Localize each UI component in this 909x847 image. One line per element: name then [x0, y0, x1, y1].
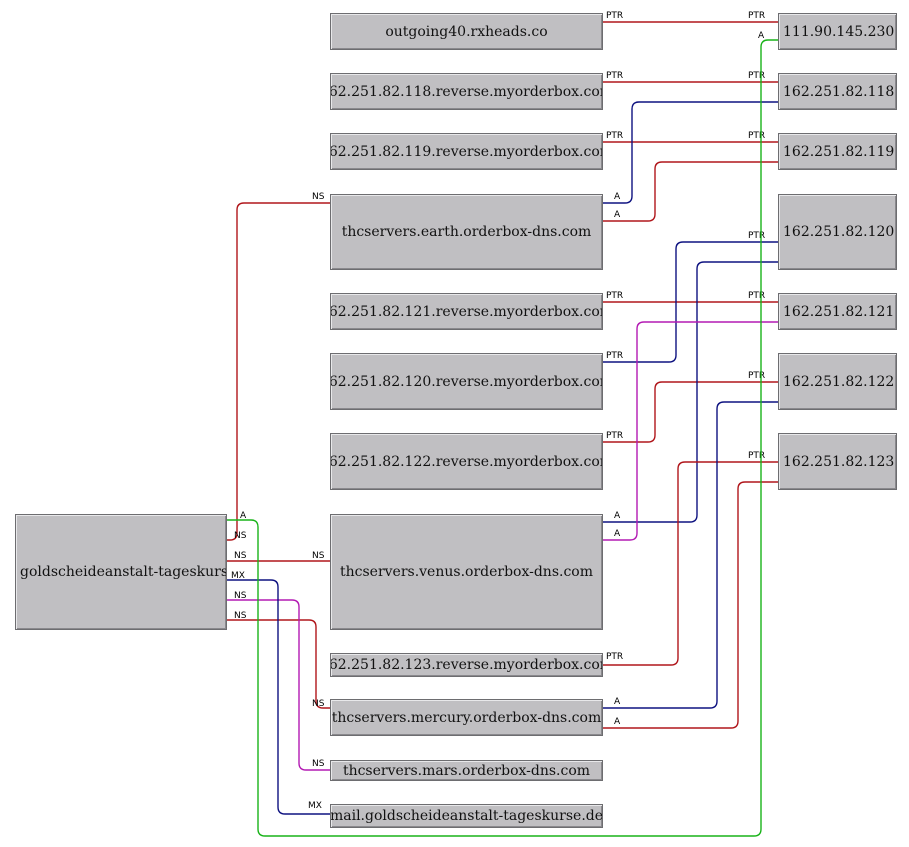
edge-label-source: PTR [606, 431, 623, 441]
edge-ptr-10 [603, 461, 778, 666]
node-mail-host[interactable]: mail.goldscheideanstalt-tageskurse.de [330, 804, 603, 828]
edge-a-12 [603, 481, 778, 729]
node-ip-162-251-82-123[interactable]: 162.251.82.123 [778, 433, 897, 490]
edge-label-source: A [614, 529, 621, 539]
edge-label-source: A [614, 210, 621, 220]
node-reverse-120[interactable]: 162.251.82.120.reverse.myorderbox.com [330, 353, 603, 410]
node-ns-earth[interactable]: thcservers.earth.orderbox-dns.com [330, 194, 603, 270]
edge-label-target: PTR [748, 291, 765, 301]
edge-label-source: A [240, 511, 247, 521]
edge-ns-13 [227, 202, 330, 541]
node-reverse-122[interactable]: 162.251.82.122.reverse.myorderbox.com [330, 433, 603, 490]
node-ip-162-251-82-120[interactable]: 162.251.82.120 [778, 194, 897, 270]
edge-label-target: A [758, 31, 765, 41]
edge-a-3 [603, 101, 778, 204]
node-reverse-123[interactable]: 162.251.82.123.reverse.myorderbox.com [330, 653, 603, 677]
edge-ptr-6 [603, 241, 778, 363]
edge-label-source: A [614, 717, 621, 727]
edge-label-source: PTR [606, 131, 623, 141]
node-ns-mercury[interactable]: thcservers.mercury.orderbox-dns.com [330, 699, 603, 736]
node-ip-162-251-82-118[interactable]: 162.251.82.118 [778, 73, 897, 110]
edge-label-source: PTR [606, 71, 623, 81]
edge-label-target: PTR [748, 451, 765, 461]
node-reverse-119[interactable]: 162.251.82.119.reverse.myorderbox.com [330, 133, 603, 170]
node-ip-162-251-82-119[interactable]: 162.251.82.119 [778, 133, 897, 170]
edge-label-target: NS [312, 551, 325, 561]
edge-label-source: A [614, 192, 621, 202]
edge-label-source: A [614, 511, 621, 521]
node-ns-venus[interactable]: thcservers.venus.orderbox-dns.com [330, 514, 603, 630]
edge-label-target: PTR [748, 71, 765, 81]
edge-a-4 [603, 161, 778, 222]
edge-a-8 [603, 261, 778, 523]
node-reverse-121[interactable]: 162.251.82.121.reverse.myorderbox.com [330, 293, 603, 330]
edge-ns-16 [227, 599, 330, 771]
edge-label-source: NS [234, 531, 247, 541]
edge-label-source: NS [234, 551, 247, 561]
node-domain[interactable]: goldscheideanstalt-tageskurse.de [15, 514, 227, 630]
edge-a-11 [603, 401, 778, 709]
edge-label-source: A [614, 697, 621, 707]
edge-label-target: NS [312, 759, 325, 769]
edge-label-source: PTR [606, 351, 623, 361]
node-outgoing-host[interactable]: outgoing40.rxheads.co [330, 13, 603, 50]
node-ip-111-90-145-230[interactable]: 111.90.145.230 [778, 13, 897, 50]
edge-label-target: PTR [748, 131, 765, 141]
edge-label-target: PTR [748, 371, 765, 381]
edge-label-source: PTR [606, 11, 623, 21]
edge-a-18 [227, 39, 778, 837]
edge-label-source: MX [231, 571, 245, 581]
edge-label-target: NS [312, 699, 325, 709]
edge-label-source: NS [234, 611, 247, 621]
edge-a-9 [603, 321, 778, 541]
edge-label-target: PTR [748, 231, 765, 241]
edge-ns-15 [227, 619, 330, 709]
node-ip-162-251-82-121[interactable]: 162.251.82.121 [778, 293, 897, 330]
edge-ptr-7 [603, 381, 778, 443]
edge-label-target: MX [308, 801, 322, 811]
edge-label-source: PTR [606, 291, 623, 301]
node-reverse-118[interactable]: 162.251.82.118.reverse.myorderbox.com [330, 73, 603, 110]
edge-label-source: NS [234, 591, 247, 601]
node-ns-mars[interactable]: thcservers.mars.orderbox-dns.com [330, 760, 603, 781]
edge-label-target: NS [312, 192, 325, 202]
edge-label-source: PTR [606, 652, 623, 662]
node-ip-162-251-82-122[interactable]: 162.251.82.122 [778, 353, 897, 410]
edge-label-target: PTR [748, 11, 765, 21]
edge-mx-17 [227, 579, 330, 815]
